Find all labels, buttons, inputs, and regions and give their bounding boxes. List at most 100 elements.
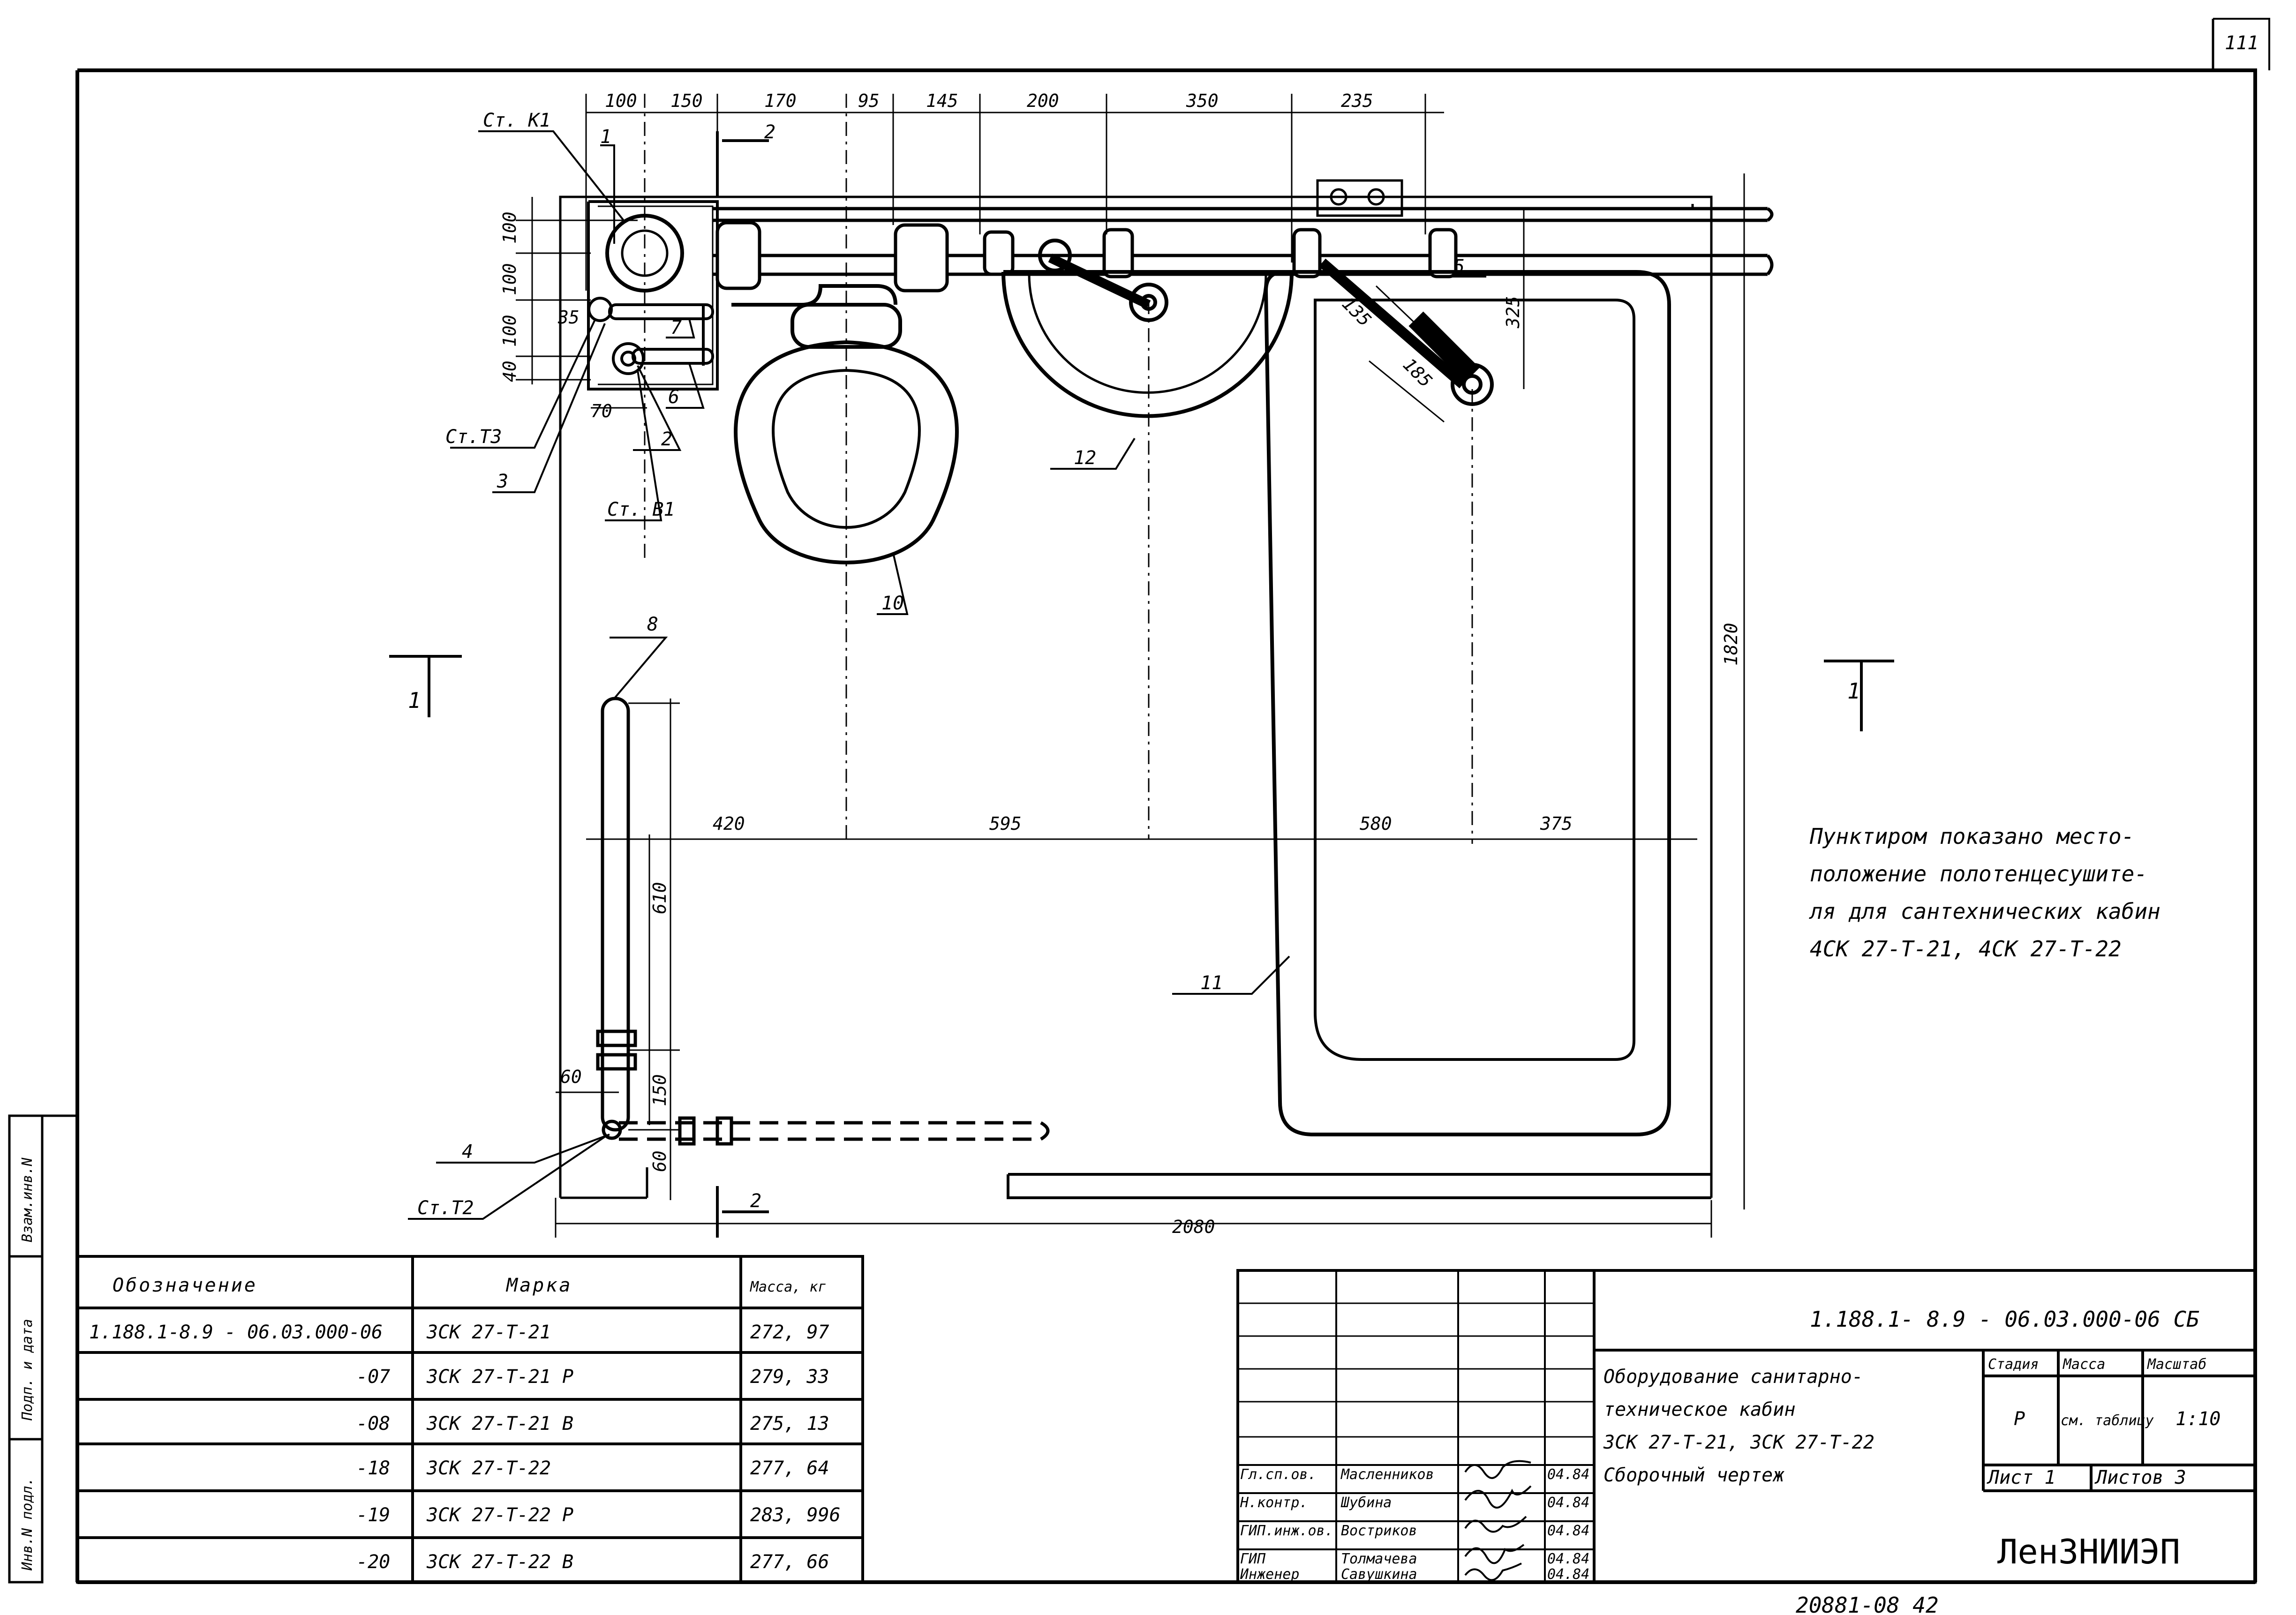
spec-row-2-designation: -08 bbox=[356, 1413, 390, 1435]
dim-mid-0: 420 bbox=[713, 813, 745, 834]
label-4: 4 bbox=[462, 1141, 473, 1163]
sig-role-3: ГИП bbox=[1240, 1551, 1266, 1567]
spec-row-0-mass: 272, 97 bbox=[750, 1322, 829, 1343]
spec-row-5-mark: 3СК 27-Т-22 В bbox=[426, 1551, 573, 1573]
sig-date-4: 04.84 bbox=[1547, 1566, 1589, 1583]
dim-left-4: 35 bbox=[557, 307, 580, 328]
dimension-lines bbox=[516, 94, 1745, 1238]
dim-v60h: 60 bbox=[560, 1067, 582, 1087]
dim-v60v: 60 bbox=[649, 1150, 670, 1172]
label-sec1-left: 1 bbox=[408, 688, 421, 713]
spec-row-0-mark: 3СК 27-Т-21 bbox=[426, 1322, 551, 1343]
spec-row-2-mark: 3СК 27-Т-21 В bbox=[426, 1413, 573, 1435]
stage-value: Р bbox=[2014, 1408, 2025, 1430]
leader-lines bbox=[408, 130, 1486, 1220]
side-stamp-1: Подп. и дата bbox=[19, 1319, 36, 1421]
spec-row-2-mass: 275, 13 bbox=[750, 1413, 829, 1435]
label-6: 6 bbox=[668, 386, 679, 408]
label-2: 2 bbox=[661, 428, 672, 450]
sig-date-3: 04.84 bbox=[1547, 1551, 1589, 1567]
dim-top-3: 95 bbox=[858, 90, 880, 111]
side-stamp bbox=[8, 1114, 77, 1584]
note-line-1: положение полотенцесушите- bbox=[1810, 861, 2147, 886]
title-line-3: Сборочный чертеж bbox=[1603, 1465, 1784, 1486]
title-line-1: техническое кабин bbox=[1603, 1399, 1795, 1420]
scale-header: Масштаб bbox=[2147, 1356, 2206, 1373]
spec-row-1-designation: -07 bbox=[356, 1366, 390, 1388]
spec-row-3-mass: 277, 64 bbox=[750, 1457, 829, 1479]
sig-role-0: Гл.сп.ов. bbox=[1240, 1466, 1317, 1483]
spec-row-5-mass: 277, 66 bbox=[750, 1551, 829, 1573]
dim-top-6: 350 bbox=[1186, 90, 1219, 111]
label-st-t2: Ст.Т2 bbox=[417, 1197, 474, 1219]
sig-name-0: Масленников bbox=[1340, 1466, 1434, 1483]
dim-left-0: 100 bbox=[499, 211, 520, 244]
sig-date-2: 04.84 bbox=[1547, 1523, 1589, 1539]
dim-top-7: 235 bbox=[1341, 90, 1373, 111]
riser-t3 bbox=[587, 297, 714, 375]
note-line-3: 4СК 27-Т-21, 4СК 27-Т-22 bbox=[1810, 936, 2122, 961]
label-12: 12 bbox=[1074, 447, 1096, 469]
sig-date-1: 04.84 bbox=[1547, 1495, 1589, 1511]
cabin-outline bbox=[559, 195, 1713, 1199]
dim-top-5: 200 bbox=[1027, 90, 1059, 111]
spec-row-4-designation: -19 bbox=[356, 1504, 390, 1526]
dim-left-5: 70 bbox=[591, 401, 612, 421]
bottom-number: 20881-08 42 bbox=[1796, 1592, 1939, 1615]
dim-v1820: 1820 bbox=[1721, 623, 1741, 666]
label-10: 10 bbox=[881, 593, 904, 614]
sheets-value: Листов 3 bbox=[2094, 1467, 2186, 1488]
label-sec1-right: 1 bbox=[1847, 678, 1860, 704]
mass-header: Масса bbox=[2063, 1356, 2105, 1373]
sheet-value: Лист 1 bbox=[1987, 1467, 2056, 1488]
mass-value: см. таблицу bbox=[2061, 1412, 2154, 1429]
sig-role-1: Н.контр. bbox=[1240, 1495, 1308, 1511]
spec-row-5-designation: -20 bbox=[356, 1551, 390, 1573]
stage-header: Стадия bbox=[1988, 1356, 2039, 1373]
label-st-v1: Ст. В1 bbox=[607, 499, 675, 520]
note-block: Пунктиром показано место- положение поло… bbox=[1809, 824, 2160, 961]
bath-tub bbox=[1264, 258, 1671, 1136]
pipe-fittings bbox=[715, 221, 1458, 293]
title-line-0: Оборудование санитарно- bbox=[1603, 1366, 1863, 1388]
dim-top-2: 170 bbox=[764, 90, 797, 111]
label-3: 3 bbox=[497, 471, 508, 492]
label-11: 11 bbox=[1200, 972, 1223, 994]
label-sec2-bottom: 2 bbox=[750, 1190, 761, 1212]
dim-left-1: 100 bbox=[499, 263, 520, 295]
sig-name-4: Савушкина bbox=[1341, 1566, 1417, 1583]
spec-table bbox=[76, 1255, 864, 1584]
spec-row-4-mark: 3СК 27-Т-22 Р bbox=[426, 1504, 573, 1526]
spec-header-designation: Обозначение bbox=[113, 1275, 257, 1296]
label-sec2-top: 2 bbox=[764, 121, 775, 143]
sig-date-0: 04.84 bbox=[1547, 1466, 1589, 1483]
page-number: 111 bbox=[2225, 32, 2258, 54]
label-5: 5 bbox=[1453, 256, 1465, 278]
dim-v610: 610 bbox=[649, 882, 670, 914]
sig-name-1: Шубина bbox=[1340, 1495, 1392, 1511]
title-code: 1.188.1- 8.9 - 06.03.000-06 СБ bbox=[1810, 1307, 2199, 1332]
dim-left-3: 40 bbox=[499, 361, 520, 382]
sig-name-3: Толмачева bbox=[1341, 1551, 1417, 1567]
dim-top-1: 150 bbox=[670, 90, 703, 111]
spec-row-3-mark: 3СК 27-Т-22 bbox=[426, 1457, 551, 1479]
supply-pipes bbox=[713, 207, 1774, 276]
handwritten-signatures bbox=[1464, 1460, 1532, 1581]
washbasin bbox=[1001, 239, 1294, 418]
dim-left-2: 100 bbox=[499, 315, 520, 347]
dim-top-4: 145 bbox=[926, 90, 958, 111]
dim-top-0: 100 bbox=[605, 90, 637, 111]
riser-t2-pipe bbox=[596, 697, 1050, 1146]
title-block bbox=[1236, 1269, 2257, 1584]
spec-row-1-mark: 3СК 27-Т-21 Р bbox=[426, 1366, 573, 1388]
label-st-k1: Ст. К1 bbox=[483, 110, 551, 131]
note-line-0: Пунктиром показано место- bbox=[1809, 824, 2134, 849]
sig-role-2: ГИП.инж.ов. bbox=[1240, 1523, 1333, 1539]
side-stamp-0: Взам.инв.N bbox=[19, 1157, 36, 1242]
spec-row-0-designation: 1.188.1-8.9 - 06.03.000-06 bbox=[89, 1322, 383, 1343]
dim-diag-2: 325 bbox=[1503, 296, 1523, 329]
sig-name-2: Востриков bbox=[1341, 1523, 1417, 1539]
toilet-bowl bbox=[731, 284, 959, 564]
dim-h2080: 2080 bbox=[1172, 1217, 1215, 1237]
